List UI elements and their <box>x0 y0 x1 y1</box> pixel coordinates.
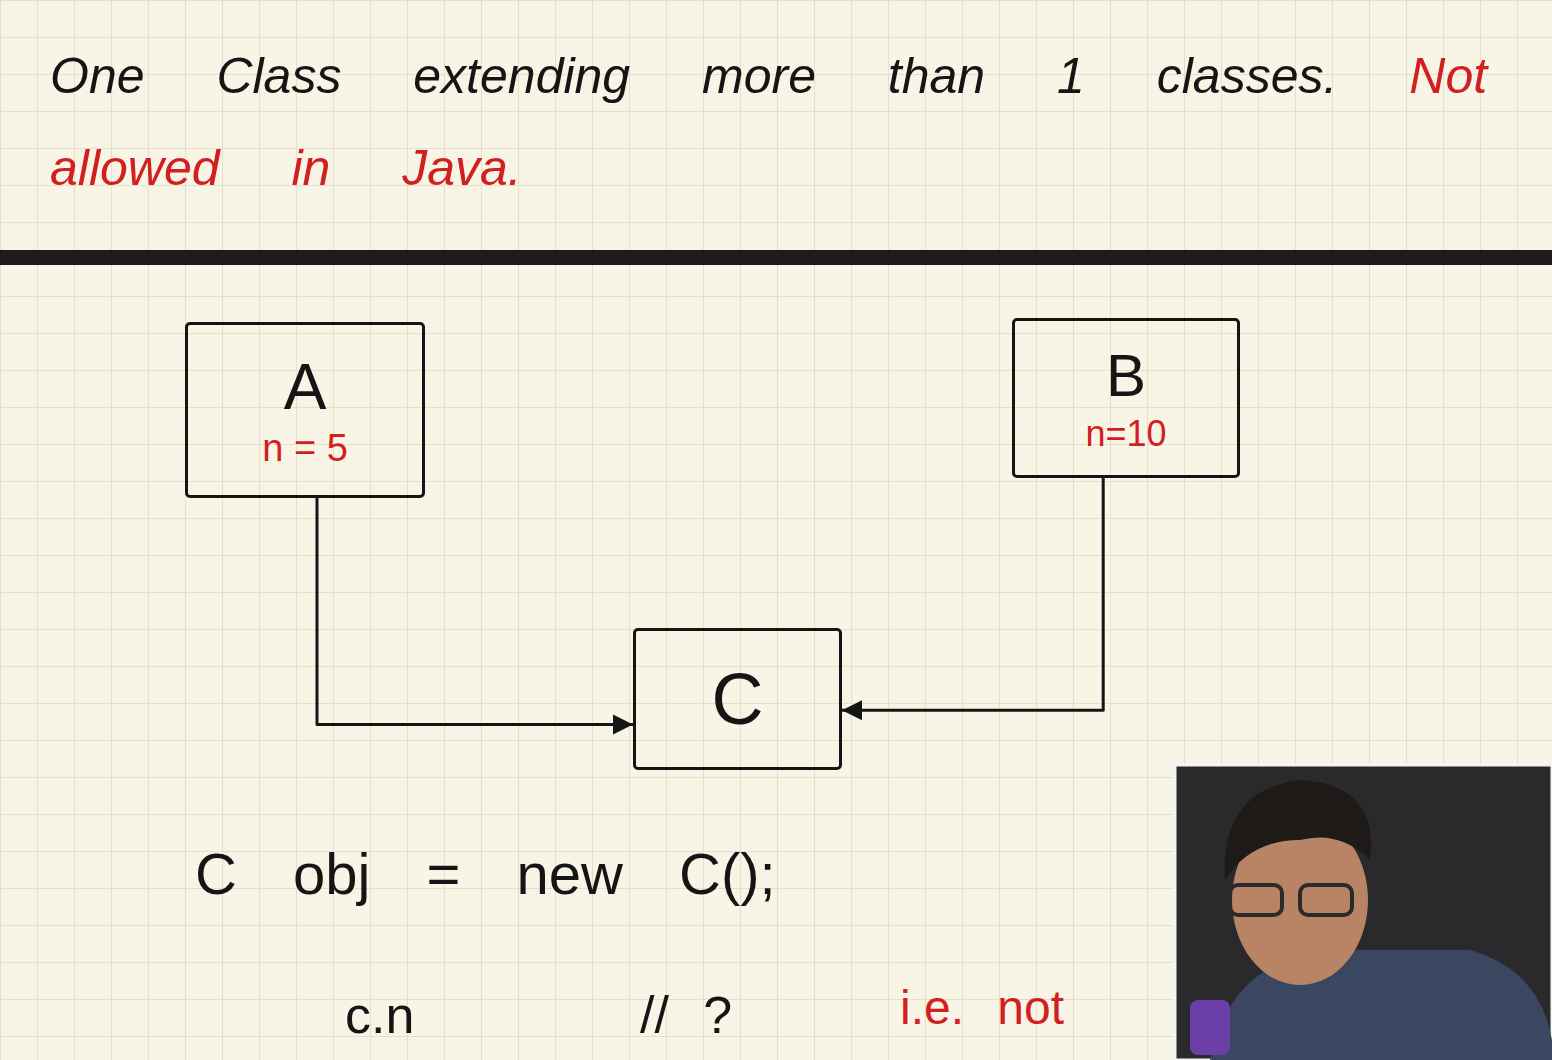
code-line: C obj = new C(); <box>195 840 776 907</box>
note-text: i.e. not <box>900 980 1064 1035</box>
class-box: An = 5 <box>185 322 425 498</box>
field-value: n=10 <box>1085 412 1166 455</box>
arrow-head <box>842 700 862 720</box>
class-name: A <box>284 349 327 426</box>
divider-bar <box>0 250 1552 265</box>
class-name: B <box>1106 340 1146 412</box>
code-comment: // ? <box>640 985 732 1045</box>
note-text: One Class extending more than 1 classes. <box>50 48 1337 104</box>
class-box: Bn=10 <box>1012 318 1240 478</box>
heading-note: One Class extending more than 1 classes.… <box>50 30 1530 214</box>
webcam-overlay <box>1175 765 1552 1060</box>
inheritance-arrow <box>317 498 633 725</box>
class-name: C <box>712 656 764 742</box>
class-box: C <box>633 628 842 770</box>
field-value: n = 5 <box>262 426 348 472</box>
inheritance-arrow <box>842 478 1103 710</box>
code-expression: c.n <box>345 985 414 1045</box>
arrow-head <box>613 715 633 735</box>
